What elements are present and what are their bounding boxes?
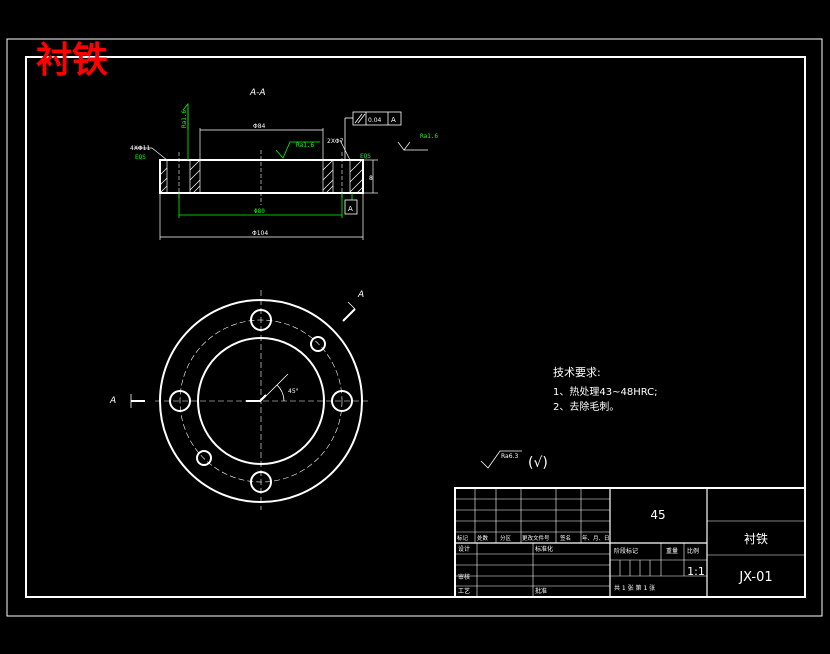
label-design: 设计	[458, 545, 470, 553]
section-dim-green	[178, 102, 353, 218]
label-process: 工艺	[458, 587, 470, 595]
section-cut-line	[130, 301, 356, 408]
plan-view: A A 45°	[109, 290, 368, 510]
tech-item-1: 1、热处理43~48HRC;	[553, 385, 658, 398]
scale-value: 1:1	[687, 565, 705, 578]
roughness-2: Ra1.6	[296, 142, 314, 149]
section-mark-left: A	[109, 396, 116, 406]
technical-requirements: 技术要求: 1、热处理43~48HRC; 2、去除毛刺。	[553, 366, 658, 413]
dim-inner: Φ84	[253, 123, 266, 130]
header-mark: 标记	[457, 534, 469, 542]
counterbore-depth: EQS	[360, 153, 371, 160]
inner-frame	[25, 56, 806, 598]
roughness-3: Ra1.6	[420, 133, 438, 140]
thickness-dim: 8	[369, 175, 373, 182]
general-roughness-suffix: (√)	[528, 455, 548, 471]
header-date: 年、月、日	[582, 534, 610, 542]
general-roughness-value: Ra6.3	[501, 453, 518, 460]
header-zone: 分区	[500, 534, 512, 542]
label-review: 审核	[458, 573, 470, 581]
label-weight: 重量	[666, 547, 678, 555]
tolerance-datum: A	[391, 116, 396, 124]
tech-item-2: 2、去除毛刺。	[553, 400, 619, 413]
section-centerlines	[178, 150, 343, 205]
tech-heading: 技术要求:	[553, 366, 601, 379]
drawing-number: JX-01	[738, 570, 772, 585]
section-hatch	[159, 159, 364, 194]
general-roughness: Ra6.3 (√)	[480, 450, 548, 471]
header-count: 处数	[477, 534, 489, 542]
parallel-tolerance: 0.04	[368, 117, 382, 124]
section-outline	[159, 159, 364, 194]
dim-outer: Φ104	[252, 230, 268, 237]
holes-callout: 4XΦ11	[130, 145, 150, 152]
material: 45	[650, 508, 665, 522]
outer-frame	[6, 38, 823, 617]
tolerance-frame	[344, 111, 402, 160]
roughness-1: Ra1.6	[181, 110, 188, 128]
section-label: A-A	[249, 88, 266, 98]
section-dimensions	[134, 128, 428, 240]
label-scale: 比例	[687, 547, 699, 555]
counterbore-callout: 2XΦ7	[327, 138, 344, 145]
label-stage-mark: 阶段标记	[614, 547, 638, 555]
section-view: A-A	[130, 88, 438, 240]
dim-bore: Φ80	[254, 208, 265, 215]
sheet-count: 共 1 张 第 1 张	[614, 584, 655, 592]
holes-depth: EQS	[135, 154, 146, 161]
title-overlay: 衬铁	[36, 39, 108, 81]
header-signature: 签名	[560, 534, 571, 542]
datum-label: A	[348, 205, 353, 213]
title-block-grid	[455, 488, 805, 597]
angle-dim: 45°	[288, 388, 299, 395]
label-approve: 批准	[535, 587, 547, 595]
header-change-doc: 更改文件号	[522, 534, 550, 542]
bolt-holes	[169, 309, 353, 493]
part-name: 衬铁	[744, 532, 768, 546]
datum-box	[344, 199, 358, 215]
section-mark-right: A	[357, 290, 364, 300]
title-block: 45 衬铁 JX-01 1:1 共 1 张 第 1 张 标记 处数 分区 更改文…	[454, 487, 806, 598]
label-standardize: 标准化	[535, 545, 553, 553]
